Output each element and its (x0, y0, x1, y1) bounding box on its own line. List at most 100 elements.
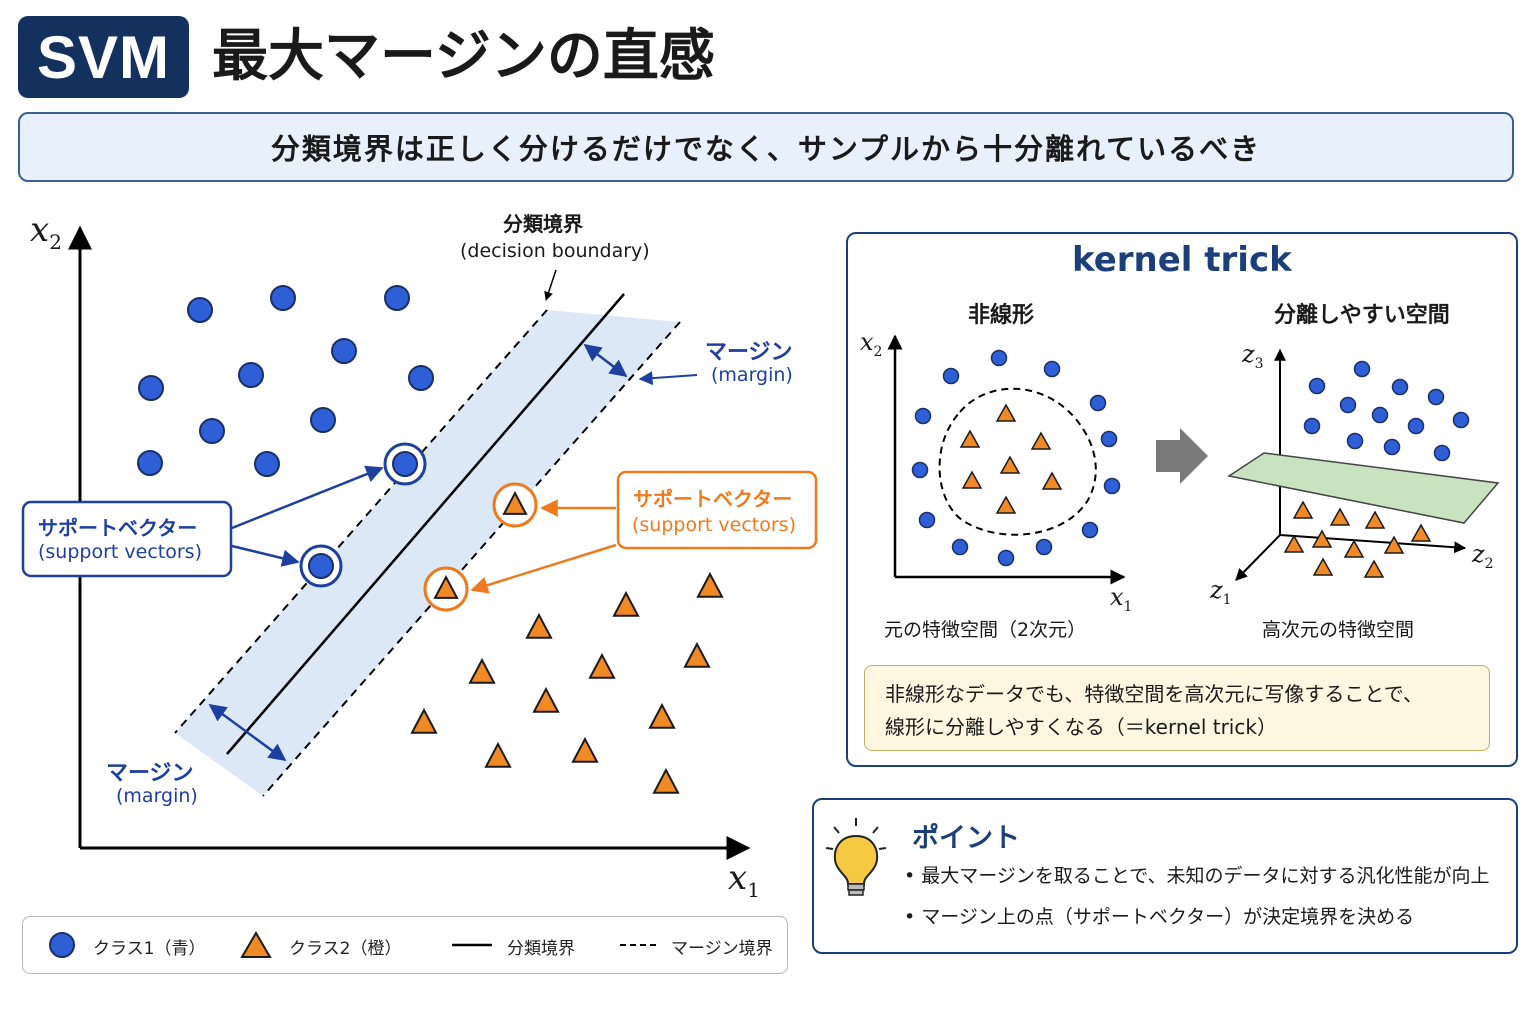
margin-arrow-top (583, 343, 628, 378)
kernel-right-class2-point (1410, 523, 1432, 542)
kernel-left-class2-point (1041, 471, 1063, 490)
class1-point (138, 375, 164, 401)
class2-point (532, 686, 560, 713)
margin-label-bottom-ja: マージン (106, 761, 194, 786)
kernel-left-class1-point (914, 407, 932, 425)
sv-callout-blue (21, 500, 233, 578)
sv-arrow-orange-2 (470, 543, 617, 594)
kernel-left-y-sub: 2 (873, 343, 883, 360)
margin-label-top-en: (margin) (711, 364, 793, 386)
kernel-right-class2-point (1343, 539, 1365, 558)
class2-point (683, 641, 711, 668)
page-title: 最大マージンの直感 (212, 24, 715, 89)
decision-boundary-line (226, 293, 625, 755)
class1-point (238, 362, 264, 388)
boundary-label-ja: 分類境界 (503, 212, 583, 236)
kernel-right-class1-point (1308, 377, 1326, 395)
kernel-left-class1-point (1035, 538, 1053, 556)
legend-margin-label: マージン境界 (671, 939, 773, 959)
margin-label-top-ja: マージン (705, 340, 793, 365)
kernel-right-caption: 高次元の特徴空間 (1262, 619, 1415, 641)
sv-callout-orange (616, 470, 818, 550)
class2-point (484, 741, 512, 768)
kernel-right-class2-point (1383, 535, 1405, 554)
kernel-left-class1-point (951, 538, 969, 556)
transform-arrow (1156, 428, 1208, 484)
kernel-right-class1-point (1353, 360, 1371, 378)
kernel-left-class1-point (911, 461, 929, 479)
point-panel (812, 798, 1518, 954)
legend-class1-mark (49, 932, 75, 958)
kernel-right-z2-label: z2 (1472, 540, 1494, 572)
y-axis-letter: x (30, 210, 50, 250)
class2-point (696, 571, 724, 598)
kernel-left-class2-point (999, 455, 1021, 474)
kernel-right-class1-point (1371, 406, 1389, 424)
kernel-left-x-label: x1 (1110, 583, 1132, 615)
class1-point (384, 285, 410, 311)
class2-points (410, 482, 724, 794)
class1-support-vector (308, 553, 334, 579)
margin-label-bottom-en: (margin) (116, 785, 198, 807)
kernel-z2-sub: 2 (1484, 555, 1494, 572)
kernel-left-class2-point (995, 403, 1017, 422)
svm-badge: SVM (18, 16, 189, 98)
kernel-right-class2-point (1283, 534, 1305, 553)
kernel-z1-sub: 1 (1222, 591, 1232, 608)
boundary-label-en: (decision boundary) (460, 240, 650, 262)
x-axis-letter: x (728, 858, 748, 898)
class2-point (588, 652, 616, 679)
kernel-left-class1-point (990, 349, 1008, 367)
sv-label-orange-en: (support vectors) (632, 514, 796, 536)
subtitle-text: 分類境界は正しく分けるだけでなく、サンプルから十分離れているべき (270, 132, 1262, 166)
margin-line-lower (262, 321, 681, 797)
class1-point (270, 285, 296, 311)
kernel-nonlinear-boundary (938, 387, 1097, 536)
kernel-right-class1-point (1303, 417, 1321, 435)
point-item-2: • マージン上の点（サポートベクター）が決定境界を決める (904, 906, 1415, 928)
kernel-trick-panel (846, 232, 1518, 767)
sv-label-orange-ja: サポートベクター (633, 487, 793, 511)
kernel-right-class2-point (1312, 557, 1334, 576)
sv-label-blue-en: (support vectors) (38, 541, 202, 563)
kernel-z2-letter: z (1472, 540, 1485, 568)
kernel-z1-letter: z (1210, 576, 1223, 604)
kernel-left-caption: 元の特徴空間（2次元） (884, 619, 1087, 641)
kernel-z3-letter: z (1242, 340, 1255, 368)
kernel-right-points-upper (1303, 360, 1470, 462)
kernel-right-class1-point (1383, 438, 1401, 456)
legend: クラス1（青） クラス2（橙） 分類境界 マージン境界 (22, 916, 788, 974)
kernel-left-class2-point (1030, 431, 1052, 450)
legend-class1-label: クラス1（青） (93, 939, 206, 959)
sv-arrow-blue-1 (231, 465, 384, 530)
kernel-right-class1-point (1346, 432, 1364, 450)
kernel-left-points (911, 349, 1121, 567)
kernel-left-y-label: x2 (860, 328, 882, 360)
kernel-left-y-letter: x (860, 328, 874, 356)
class1-support-vector (392, 451, 418, 477)
class1-point (408, 365, 434, 391)
kernel-left-class1-point (1043, 360, 1061, 378)
kernel-right-class2-point (1329, 507, 1351, 526)
x-axis-sub: 1 (747, 877, 760, 902)
kernel-right-class1-point (1391, 378, 1409, 396)
kernel-right-class1-point (1433, 444, 1451, 462)
kernel-right-class2-point (1363, 559, 1385, 578)
class2-point (468, 657, 496, 684)
subtitle-banner: 分類境界は正しく分けるだけでなく、サンプルから十分離れているべき (18, 112, 1514, 182)
kernel-left-class2-point (959, 429, 981, 448)
kernel-right-class1-point (1452, 411, 1470, 429)
class1-point (310, 407, 336, 433)
boundary-label-arrow (544, 269, 557, 301)
legend-class2-label: クラス2（橙） (289, 939, 402, 959)
sv-label-blue-ja: サポートベクター (38, 516, 198, 540)
class1-point (199, 418, 225, 444)
class2-point (652, 767, 680, 794)
kernel-z3-sub: 3 (1254, 355, 1264, 372)
margin-line-upper (174, 309, 548, 734)
class1-point (187, 297, 213, 323)
kernel-right-class2-point (1292, 500, 1314, 519)
kernel-right-z1-axis (1235, 534, 1281, 581)
class1-point (137, 450, 163, 476)
kernel-left-class2-point (995, 495, 1017, 514)
